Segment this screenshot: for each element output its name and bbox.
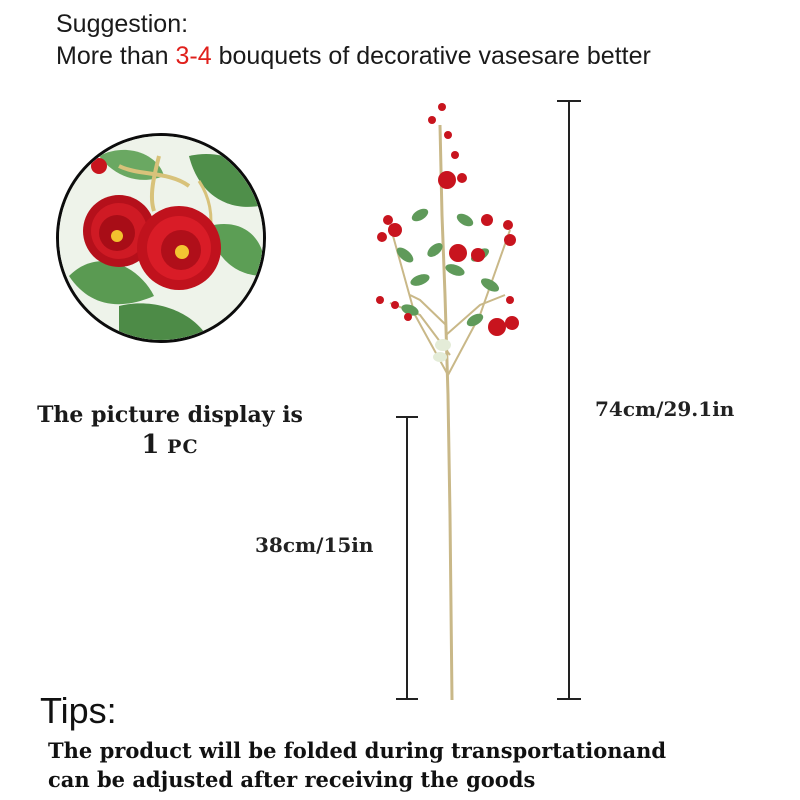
stem-length-bottom-cap bbox=[396, 698, 418, 700]
total-height-top-cap bbox=[557, 100, 581, 102]
product-image bbox=[376, 103, 519, 701]
tips-body: The product will be folded during transp… bbox=[48, 736, 788, 794]
tips-line-1: The product will be folded during transp… bbox=[48, 738, 667, 763]
suggestion-heading: Suggestion: bbox=[56, 10, 189, 38]
display-note: The picture display is 1 PC bbox=[20, 400, 320, 462]
display-note-quantity-line: 1 PC bbox=[20, 430, 320, 462]
stem-length-label: 38cm/15in bbox=[255, 533, 374, 557]
total-height-label: 74cm/29.1in bbox=[595, 397, 735, 421]
display-note-unit: PC bbox=[167, 436, 199, 458]
suggestion-block: Suggestion: More than 3-4 bouquets of de… bbox=[56, 8, 651, 72]
display-note-line: The picture display is bbox=[37, 402, 303, 428]
suggestion-prefix: More than bbox=[56, 42, 176, 70]
total-height-bottom-cap bbox=[557, 698, 581, 700]
tips-line-2: can be adjusted after receiving the good… bbox=[48, 767, 536, 792]
tips-title: Tips: bbox=[40, 690, 117, 731]
closeup-rose-illustration bbox=[59, 136, 263, 340]
total-height-line bbox=[568, 100, 570, 700]
suggestion-line: More than 3-4 bouquets of decorative vas… bbox=[56, 40, 651, 72]
display-note-quantity: 1 bbox=[141, 430, 160, 460]
suggestion-suffix: bouquets of decorative vasesare better bbox=[211, 42, 651, 70]
zoom-image bbox=[56, 133, 266, 343]
stem-length-top-cap bbox=[396, 416, 418, 418]
stem-length-line bbox=[406, 416, 408, 700]
suggestion-highlight: 3-4 bbox=[175, 42, 212, 70]
